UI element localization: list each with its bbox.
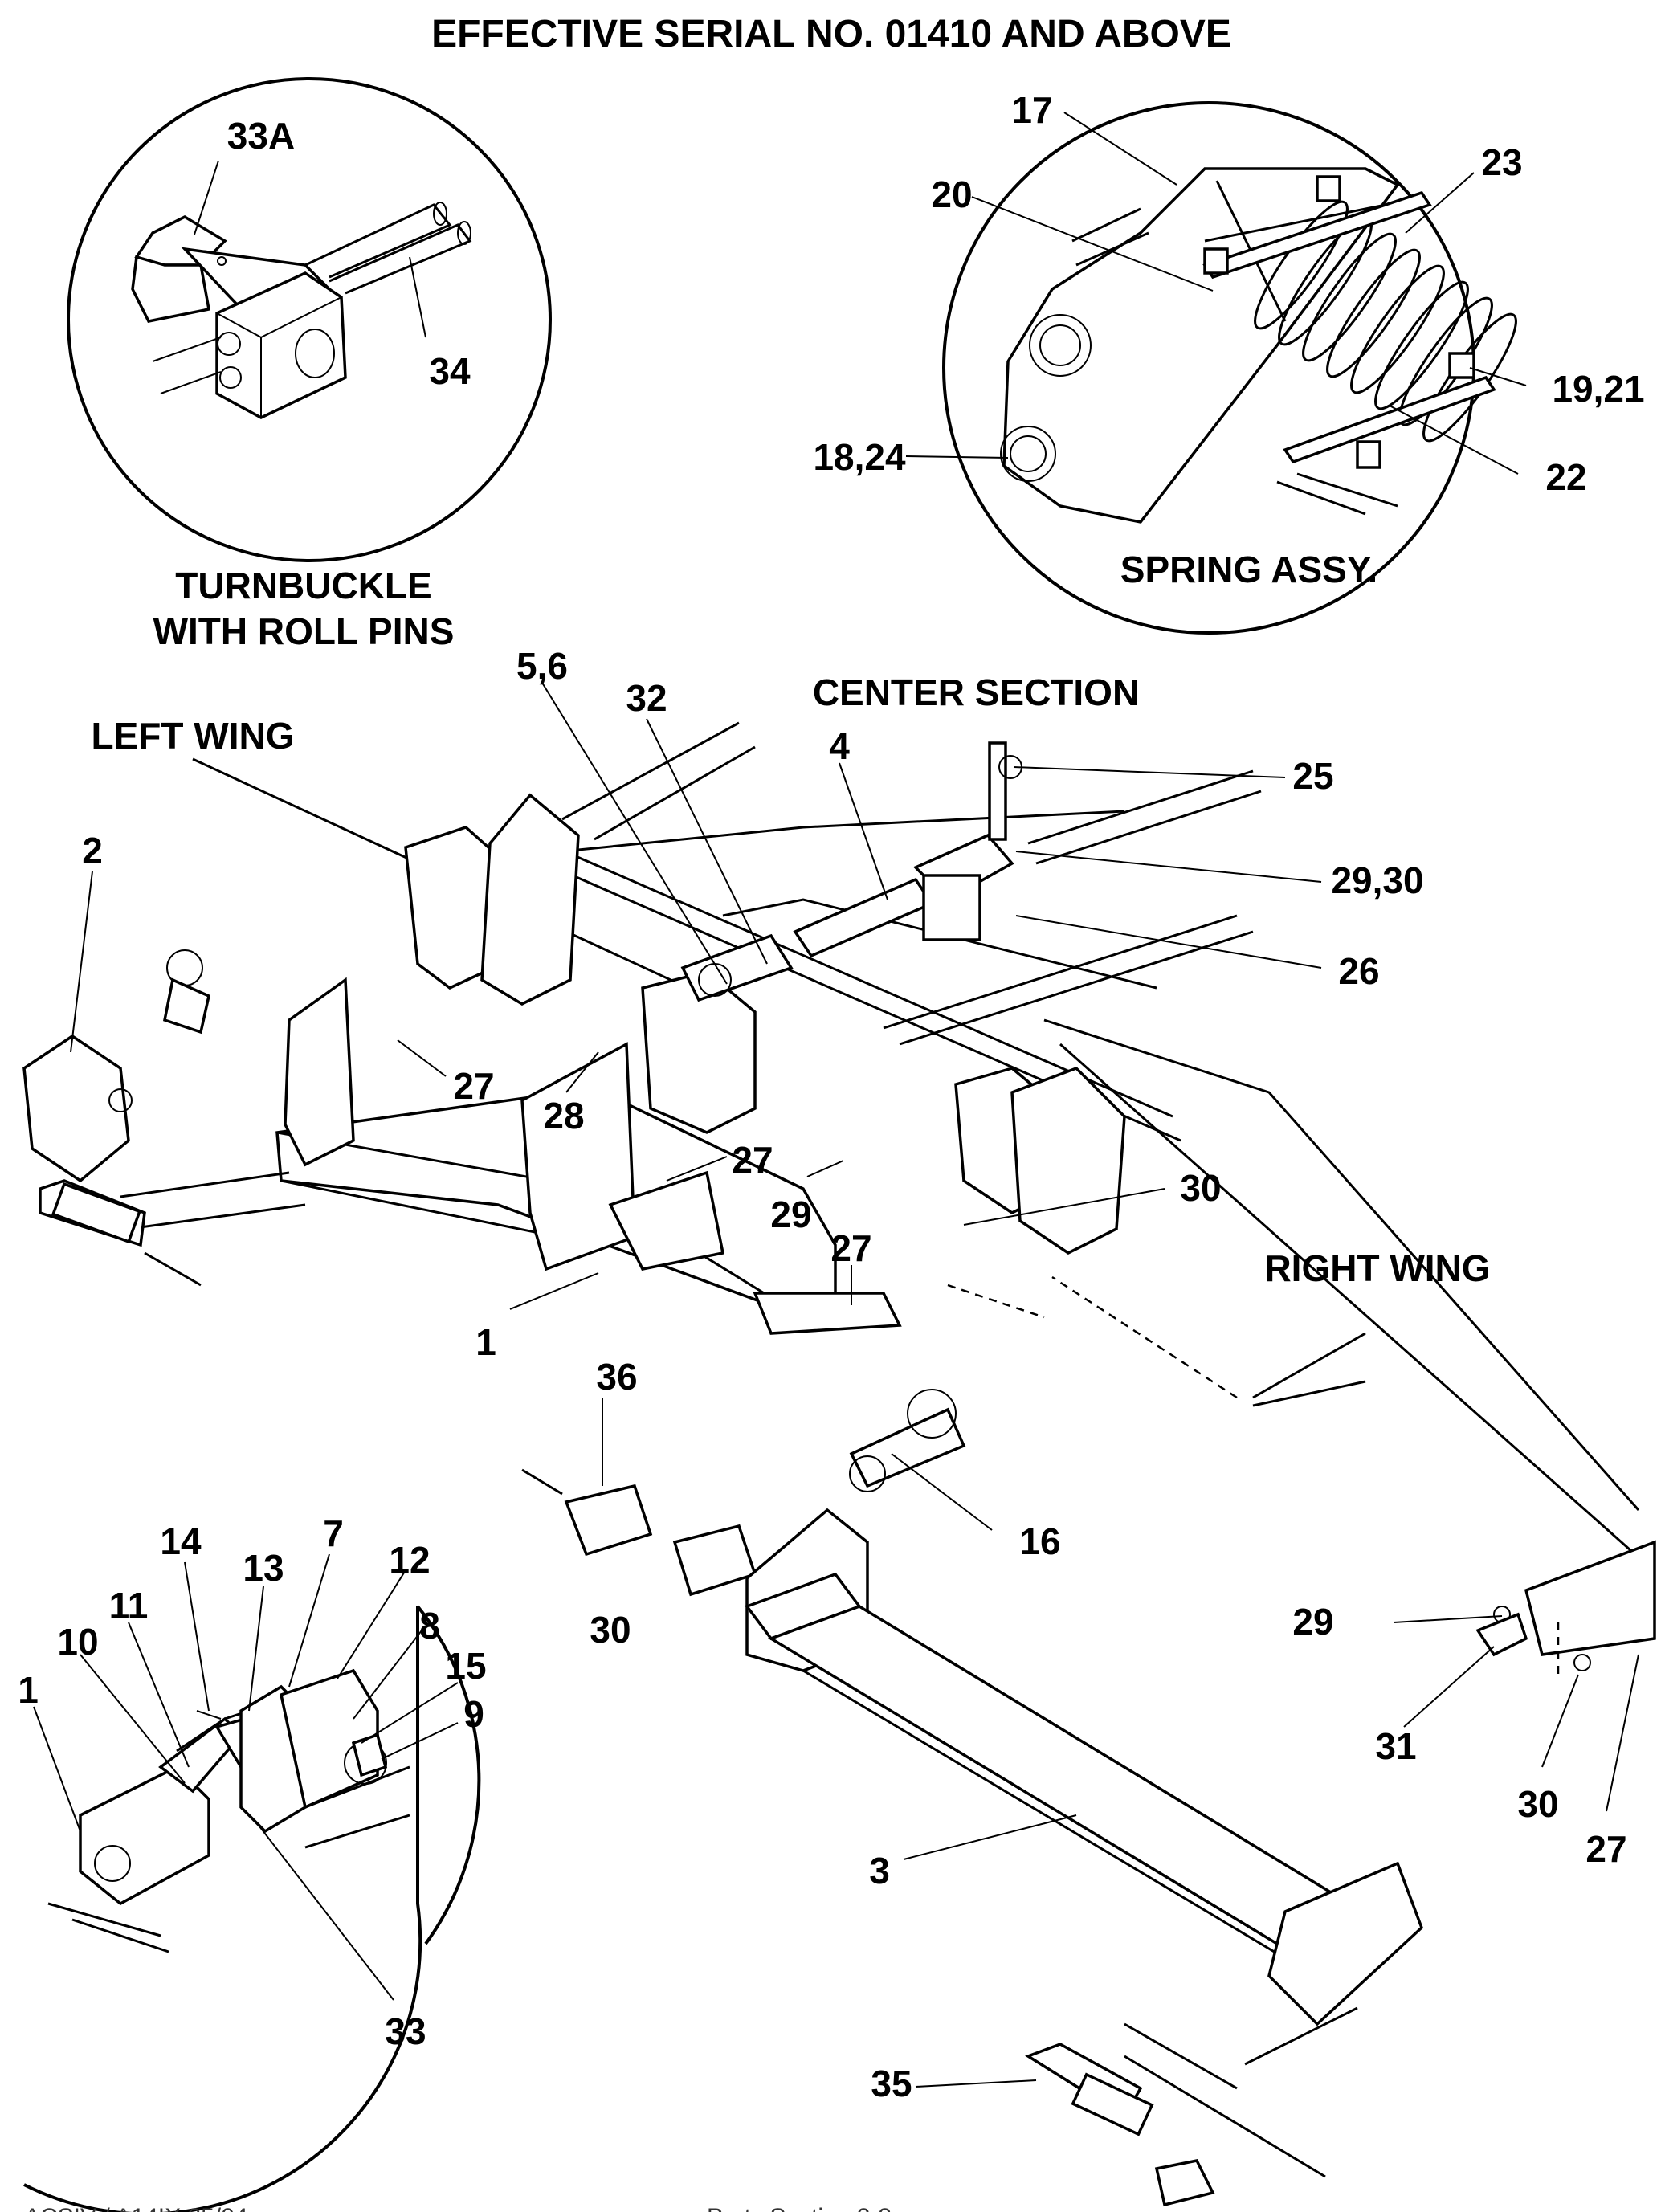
label-left-wing: LEFT WING xyxy=(92,715,295,757)
callout-27-lower: 27 xyxy=(830,1227,871,1269)
callout-18-24: 18,24 xyxy=(813,436,906,478)
callout-28: 28 xyxy=(543,1095,584,1137)
callout-35: 35 xyxy=(871,2063,912,2104)
callout-27-left: 27 xyxy=(453,1065,494,1107)
header-title: EFFECTIVE SERIAL NO. 01410 AND ABOVE xyxy=(431,13,1231,55)
callout-13: 13 xyxy=(243,1547,284,1589)
callout-1-main: 1 xyxy=(475,1321,496,1363)
turnbuckle-caption-line1: TURNBUCKLE xyxy=(175,565,431,606)
footer-right: Parts Section 2-3 xyxy=(707,2204,892,2212)
callout-17: 17 xyxy=(1011,89,1052,131)
callout-2: 2 xyxy=(82,830,103,871)
clevis-detail-inset: 14 13 7 12 11 10 8 15 9 1 33 xyxy=(18,1512,487,2212)
callout-12: 12 xyxy=(389,1539,430,1581)
callout-29-30-top: 29,30 xyxy=(1331,859,1423,901)
callout-5-6: 5,6 xyxy=(516,645,568,687)
label-right-wing: RIGHT WING xyxy=(1264,1247,1490,1289)
callout-29-center: 29 xyxy=(770,1194,811,1235)
callout-30-center: 30 xyxy=(1180,1167,1221,1209)
callout-27-center: 27 xyxy=(732,1139,773,1181)
spring-inset: 17 20 23 19,21 18,24 22 SPRING ASSY. xyxy=(813,89,1645,635)
callout-26: 26 xyxy=(1338,950,1379,992)
label-center-section: CENTER SECTION xyxy=(813,671,1139,713)
callout-8: 8 xyxy=(419,1605,440,1647)
callout-7: 7 xyxy=(323,1512,344,1554)
clevis-drawing xyxy=(47,1668,410,1953)
callout-33a: 33A xyxy=(227,115,295,157)
callout-14: 14 xyxy=(160,1520,202,1562)
turnbuckle-inset: 33A 34 TURNBUCKLE WITH ROLL PINS xyxy=(67,77,552,652)
callout-20: 20 xyxy=(931,173,972,215)
callout-27-right: 27 xyxy=(1586,1828,1626,1870)
callout-22: 22 xyxy=(1545,456,1586,498)
turnbuckle-drawing xyxy=(131,202,472,419)
callout-36: 36 xyxy=(596,1356,637,1398)
callout-1-detail: 1 xyxy=(18,1669,39,1711)
main-assembly-drawing xyxy=(22,721,1656,2207)
footer-left: ACSIV / A14IX 05/04 xyxy=(24,2204,248,2212)
callout-19-21: 19,21 xyxy=(1552,368,1644,410)
callout-30-right: 30 xyxy=(1517,1783,1558,1825)
callout-34: 34 xyxy=(429,350,471,392)
callout-31: 31 xyxy=(1375,1725,1416,1767)
callout-30-lower: 30 xyxy=(590,1609,631,1651)
callout-32: 32 xyxy=(626,677,667,719)
callout-11: 11 xyxy=(109,1585,149,1626)
callout-25: 25 xyxy=(1292,755,1333,797)
callout-23: 23 xyxy=(1481,141,1522,183)
spring-drawing xyxy=(1000,167,1517,524)
callout-16: 16 xyxy=(1019,1520,1060,1562)
callout-15: 15 xyxy=(445,1645,486,1687)
callout-33: 33 xyxy=(385,2010,426,2052)
callout-3: 3 xyxy=(869,1850,890,1892)
callout-29-right: 29 xyxy=(1292,1601,1333,1643)
assembly-callouts: 5,6 32 4 25 29,30 26 2 27 28 27 29 30 27… xyxy=(70,645,1639,2104)
callout-4: 4 xyxy=(829,725,850,767)
spring-caption: SPRING ASSY. xyxy=(1120,549,1377,590)
callout-10: 10 xyxy=(57,1621,98,1663)
turnbuckle-caption-line2: WITH ROLL PINS xyxy=(153,610,455,652)
callout-9: 9 xyxy=(463,1693,484,1735)
